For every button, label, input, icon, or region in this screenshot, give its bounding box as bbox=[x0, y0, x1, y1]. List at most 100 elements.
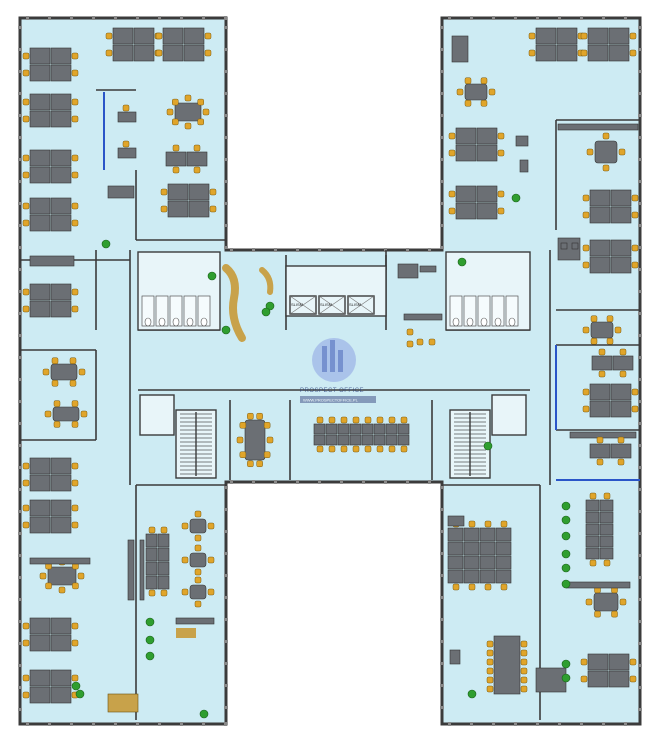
window-mark bbox=[18, 642, 22, 645]
window-mark bbox=[470, 16, 473, 20]
chair bbox=[520, 649, 528, 657]
chair bbox=[589, 492, 597, 500]
desk bbox=[569, 431, 637, 439]
chair bbox=[406, 328, 414, 336]
chair bbox=[629, 32, 637, 40]
window-mark bbox=[224, 722, 227, 726]
window-mark bbox=[638, 642, 642, 645]
window-mark bbox=[18, 576, 22, 579]
desk bbox=[610, 239, 632, 257]
chair bbox=[619, 348, 627, 356]
window-mark bbox=[440, 136, 444, 139]
window-mark bbox=[638, 422, 642, 425]
desk bbox=[313, 434, 326, 446]
chair bbox=[22, 219, 30, 227]
chair bbox=[598, 370, 606, 378]
desk bbox=[495, 569, 512, 584]
toilet-icon bbox=[480, 317, 488, 327]
plant-icon bbox=[145, 617, 155, 627]
chair bbox=[160, 589, 168, 597]
window-mark bbox=[638, 48, 642, 51]
window-mark bbox=[514, 722, 517, 726]
meeting-table bbox=[47, 566, 77, 586]
desk bbox=[535, 27, 557, 45]
window-mark bbox=[18, 26, 22, 29]
chair bbox=[172, 98, 179, 106]
window-mark bbox=[492, 16, 495, 20]
chair bbox=[105, 32, 113, 40]
window-mark bbox=[274, 248, 277, 252]
window-mark bbox=[224, 706, 228, 709]
lounge-sofa bbox=[176, 628, 196, 638]
desk bbox=[349, 423, 362, 435]
window-mark bbox=[48, 722, 51, 726]
chair bbox=[486, 649, 494, 657]
desk bbox=[599, 499, 614, 512]
shaft-left bbox=[139, 394, 175, 436]
window-mark bbox=[18, 466, 22, 469]
chair bbox=[71, 98, 79, 106]
chair bbox=[247, 460, 254, 468]
chair bbox=[105, 49, 113, 57]
window-mark bbox=[230, 248, 233, 252]
meeting-table bbox=[590, 321, 614, 339]
desk bbox=[50, 149, 72, 167]
window-mark bbox=[440, 202, 444, 205]
desk bbox=[337, 434, 350, 446]
window-mark bbox=[224, 640, 228, 643]
desk bbox=[589, 400, 611, 418]
chair bbox=[629, 675, 637, 683]
chair bbox=[71, 400, 79, 407]
window-mark bbox=[440, 596, 444, 599]
window-mark bbox=[362, 248, 365, 252]
chair bbox=[520, 676, 528, 684]
desk bbox=[587, 653, 609, 671]
desk bbox=[449, 649, 461, 665]
window-mark bbox=[296, 248, 299, 252]
desk bbox=[50, 64, 72, 82]
chair bbox=[194, 544, 202, 552]
chair bbox=[172, 166, 180, 174]
desk bbox=[447, 515, 465, 527]
window-mark bbox=[638, 290, 642, 293]
window-mark bbox=[224, 202, 228, 205]
window-mark bbox=[536, 722, 539, 726]
window-mark bbox=[158, 722, 161, 726]
window-mark bbox=[440, 70, 444, 73]
chair bbox=[266, 436, 274, 444]
chair bbox=[376, 445, 384, 453]
chair bbox=[160, 188, 168, 196]
lift-label-2: SLISM bbox=[320, 302, 332, 307]
chair bbox=[500, 520, 508, 528]
chair bbox=[400, 416, 408, 424]
chair bbox=[500, 583, 508, 591]
chair bbox=[582, 326, 590, 334]
chair bbox=[71, 622, 79, 630]
desk bbox=[325, 423, 338, 435]
chair bbox=[22, 521, 30, 529]
lift-cross bbox=[289, 295, 317, 315]
window-mark bbox=[440, 224, 444, 227]
chair bbox=[22, 154, 30, 162]
window-mark bbox=[638, 510, 642, 513]
chair bbox=[364, 416, 372, 424]
desk bbox=[183, 44, 205, 62]
desk bbox=[325, 434, 338, 446]
desk bbox=[145, 547, 158, 562]
desk bbox=[479, 555, 496, 570]
window-mark bbox=[638, 378, 642, 381]
watermark-subtext: WWW.PROSPECTOFFICE.PL bbox=[303, 398, 359, 403]
desk bbox=[589, 206, 611, 224]
window-mark bbox=[440, 114, 444, 117]
window-mark bbox=[18, 664, 22, 667]
chair bbox=[631, 211, 639, 219]
desk bbox=[495, 555, 512, 570]
chair bbox=[22, 52, 30, 60]
window-mark bbox=[18, 114, 22, 117]
chair bbox=[629, 49, 637, 57]
desk bbox=[589, 443, 611, 459]
desk bbox=[29, 300, 51, 318]
desk bbox=[451, 35, 469, 63]
chair bbox=[580, 49, 588, 57]
desk bbox=[133, 27, 155, 45]
